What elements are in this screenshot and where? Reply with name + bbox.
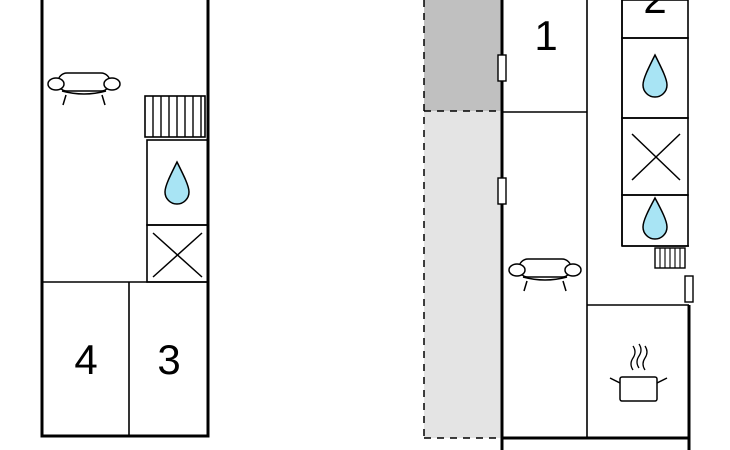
room-label-2-partial: 2 <box>643 0 666 22</box>
room-label-1: 1 <box>534 12 557 59</box>
terrace-covered <box>424 0 502 111</box>
toilet-icon <box>152 232 203 278</box>
room-label-3: 3 <box>157 336 180 383</box>
water-drop-icon <box>642 196 668 240</box>
radiator-icon <box>144 95 206 138</box>
bathroom-cell-bottom <box>621 194 689 247</box>
toilet-icon <box>631 133 681 181</box>
toilet-cell <box>146 224 209 283</box>
window-marker <box>497 54 507 82</box>
window-marker <box>684 275 694 303</box>
window-marker <box>497 177 507 205</box>
radiator-icon <box>654 247 686 269</box>
room-label-4: 4 <box>74 336 97 383</box>
terrace-open <box>424 111 502 438</box>
sofa-icon <box>47 72 121 106</box>
water-drop-icon <box>164 160 190 205</box>
water-drop-icon <box>642 53 668 98</box>
sofa-icon <box>508 258 582 292</box>
right-floor: 2 <box>423 0 694 450</box>
cooking-pot-icon <box>609 343 668 402</box>
left-floor: 4 3 <box>40 0 210 438</box>
